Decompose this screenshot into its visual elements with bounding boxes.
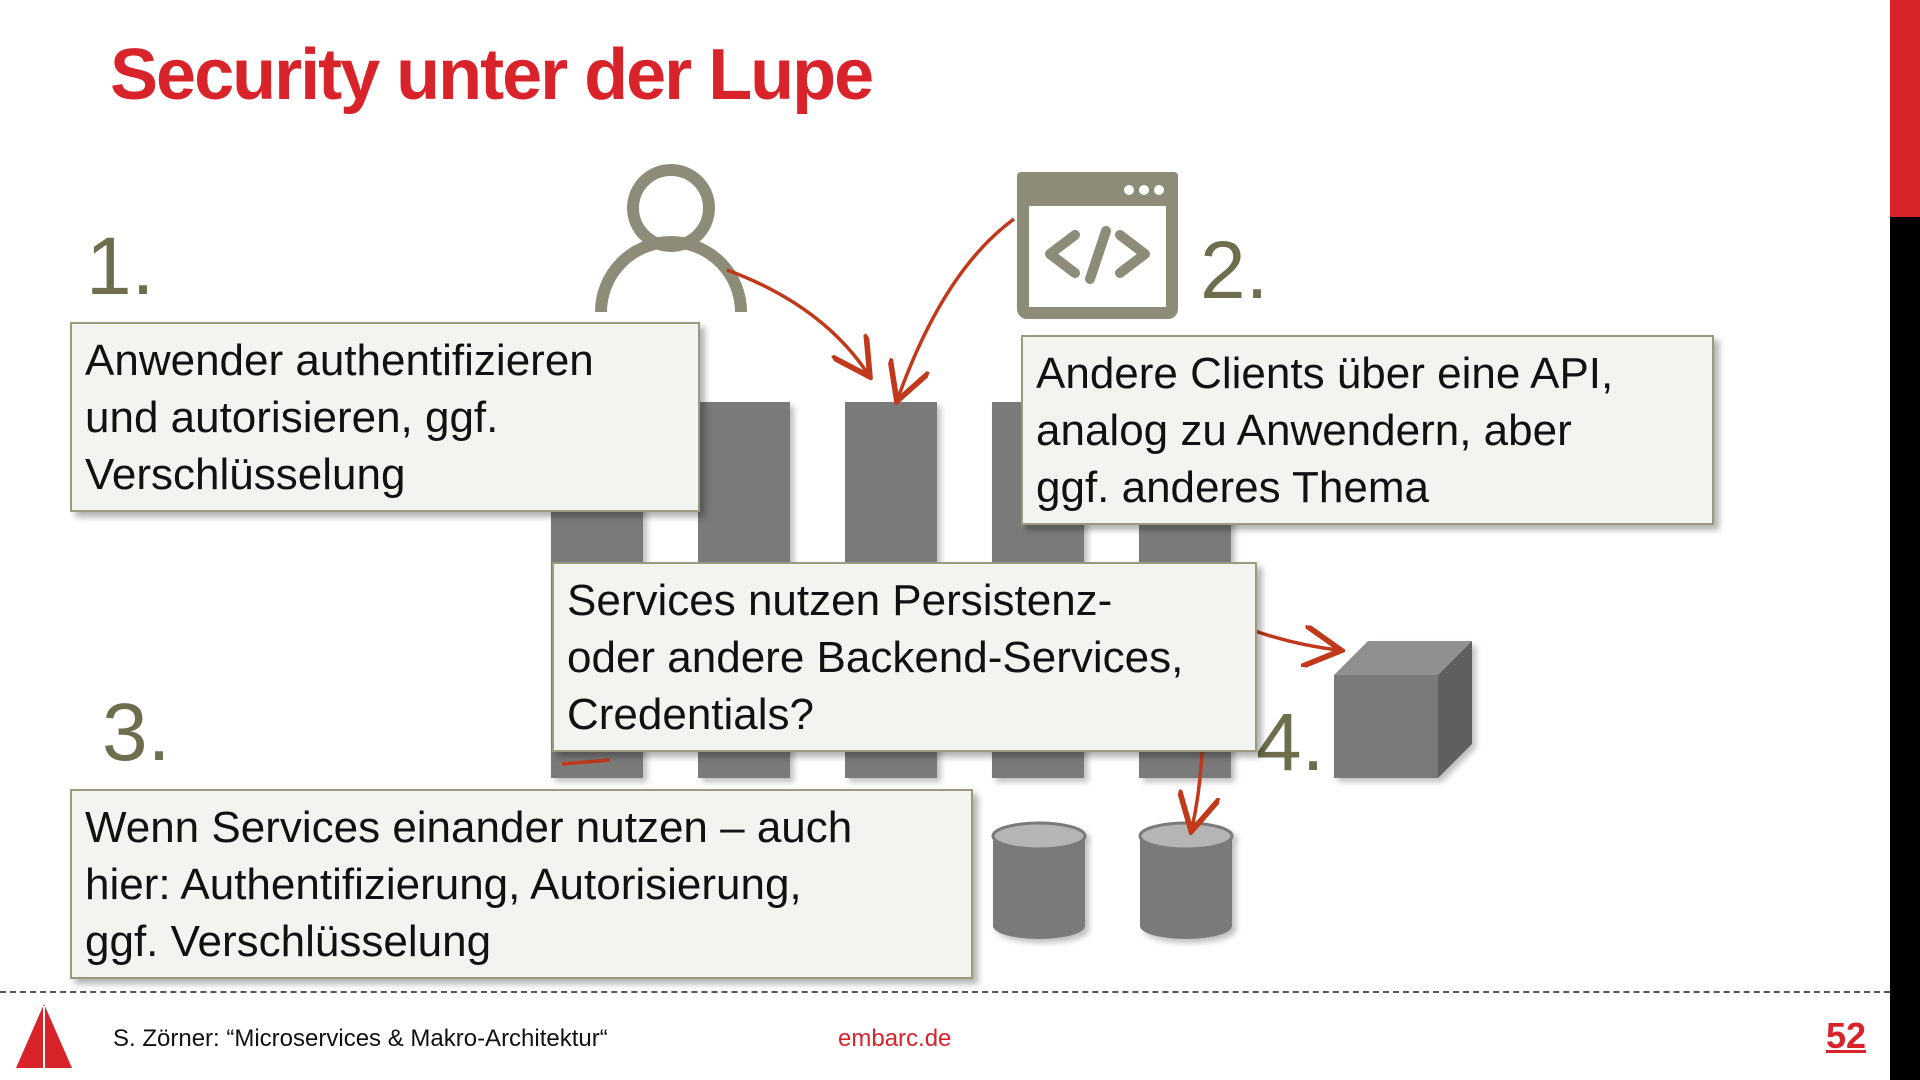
page-number: 52 [1826,1015,1867,1056]
arrow-service-to-service [561,758,611,766]
step-number-1: 1. [86,221,155,312]
callout-line: Wenn Services einander nutzen – auch [85,803,853,852]
callout-service-to-service: Wenn Services einander nutzen – auch hie… [70,789,973,979]
callout-line: analog zu Anwendern, aber [1036,406,1572,455]
callout-line: Andere Clients über eine API, [1036,349,1614,398]
step-number-2: 2. [1200,225,1269,316]
user-icon [595,164,747,313]
database-icon [1138,821,1234,939]
callout-line: hier: Authentifizierung, Autorisierung, [85,860,802,909]
database-icon [991,821,1087,939]
footer-divider [0,991,1890,993]
callout-line: Anwender authentifizieren [85,336,594,385]
step-number-3: 3. [102,687,171,778]
arrow-service-to-database [1192,751,1202,828]
code-window-icon [1017,172,1178,319]
callout-line: Verschlüsselung [85,450,406,499]
arrow-service-to-backend [1251,630,1338,650]
callout-line: ggf. anderes Thema [1036,463,1429,512]
side-accent-bar-red [1890,0,1920,217]
callout-api-clients: Andere Clients über eine API, analog zu … [1021,335,1714,525]
arrow-client-to-services [898,217,1016,398]
callout-line: Services nutzen Persistenz- [567,576,1113,625]
callout-user-security: Anwender authentifizieren und autorisier… [70,322,700,512]
footer-url-link[interactable]: embarc.de [838,1025,952,1052]
embarc-logo-icon [16,1004,72,1068]
footer-citation: S. Zörner: “Microservices & Makro-Archit… [113,1025,608,1052]
callout-line: ggf. Verschlüsselung [85,917,492,966]
side-accent-bar-black [1890,217,1920,1080]
cube-icon [1334,641,1472,778]
arrows [561,217,1338,828]
callout-line: oder andere Backend-Services, [567,633,1184,682]
callout-backend-services: Services nutzen Persistenz- oder andere … [552,562,1257,752]
callout-line: und autorisieren, ggf. [85,393,499,442]
arrow-user-to-services [726,268,868,374]
step-number-4: 4. [1256,697,1325,788]
callout-line: Credentials? [567,690,815,739]
slide-title: Security unter der Lupe [110,35,874,115]
